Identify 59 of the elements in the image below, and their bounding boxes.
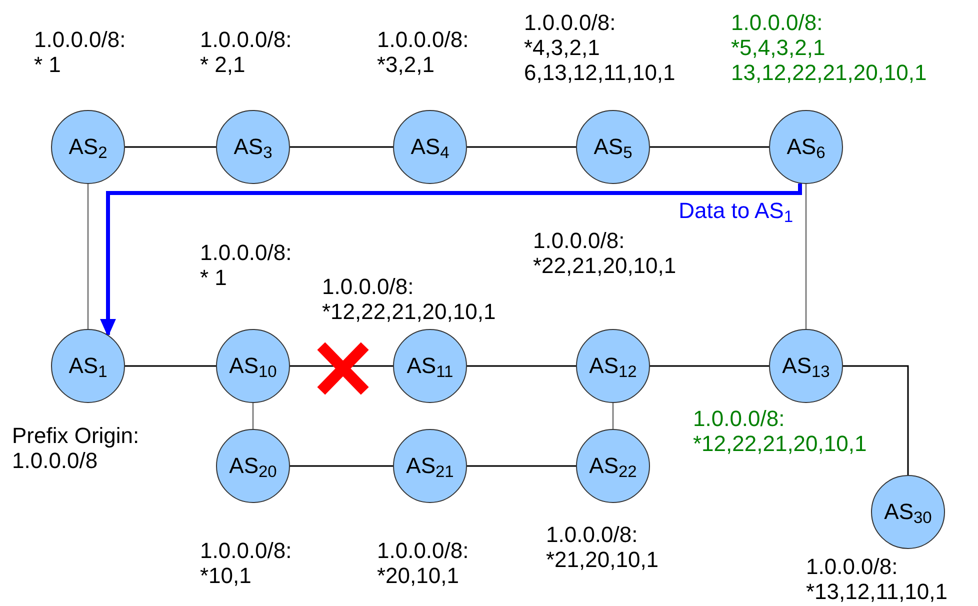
route-entry-text: *3,2,1 [377,52,436,77]
as-label: AS$_{22}$ [589,455,637,477]
route-entry-text: *22,21,20,10,1 [533,253,676,278]
as-label: AS$_{3}$ [234,136,272,158]
route-entry-text: 1.0.0.0/8: [200,538,292,563]
link-line [290,146,393,148]
route-entry-text: * 1 [34,52,62,77]
route-entry-text: *21,20,10,1 [546,547,659,572]
route-entry-text: *5,4,3,2,1 [731,35,826,60]
as-label: AS$_{21}$ [406,455,454,477]
link-line [805,184,807,329]
link-line [125,365,216,367]
as-label: AS$_{5}$ [594,136,632,158]
as-label: AS$_{11}$ [406,355,454,377]
route-entry-text: *12,22,21,20,10,1 [322,299,496,324]
route-entry-text: 1.0.0.0/8: [693,406,786,431]
link-line [125,146,216,148]
route-entry-text: * 1 [200,265,228,290]
as-label: AS$_{1}$ [68,355,108,377]
link-line [843,365,909,475]
route-entry-text: 1.0.0.0/8 [12,448,99,473]
link-line [290,465,393,467]
route-entry-text: 1.0.0.0/8: [377,27,469,52]
route-entry-text: 1.0.0.0/8: [34,27,126,52]
route-entry-text: 1.0.0.0/8: [533,228,626,253]
route-entry-text: *4,3,2,1 [524,35,601,60]
route-entry-text: *20,10,1 [377,563,460,588]
route-entry-text: 1.0.0.0/8: [200,240,292,265]
route-entry-text: 1.0.0.0/8: [377,538,469,563]
link-line [467,465,576,467]
route-entry-text: * 2,1 [200,52,246,77]
route-entry-text: Prefix Origin: [12,423,140,448]
route-entry-text: *10,1 [200,563,252,588]
route-entry-text: 1.0.0.0/8: [524,10,617,35]
route-entry-text: 1.0.0.0/8: [322,274,415,299]
data-path-arrow [100,184,802,337]
as-label: AS$_{10}$ [229,355,277,377]
route-entry-text: 6,13,12,11,10,1 [524,60,676,85]
link-line [87,184,89,329]
route-entry-text: 1.0.0.0/8: [546,522,639,547]
route-entry-text: 13,12,22,21,20,10,1 [731,60,927,85]
as-label: AS$_{30}$ [884,501,932,523]
as-label: AS$_{13}$ [782,355,830,377]
link-line [467,146,576,148]
as-label: AS$_{4}$ [410,136,450,158]
as-label: AS$_{12}$ [589,355,637,377]
link-line [252,403,254,429]
route-entry-text: 1.0.0.0/8: [731,10,824,35]
route-entry-text: *13,12,11,10,1 [806,579,948,604]
route-entry-text: 1.0.0.0/8: [806,554,899,579]
link-line [467,365,576,367]
route-entry-text: 1.0.0.0/8: [200,27,292,52]
as-label: AS$_{20}$ [229,455,277,477]
as-label: AS$_{2}$ [68,136,108,158]
link-line [650,365,769,367]
route-entry-text: *12,22,21,20,10,1 [693,431,867,456]
link-line [612,403,614,429]
link-line [650,146,769,148]
as-label: AS$_{6}$ [786,136,826,158]
